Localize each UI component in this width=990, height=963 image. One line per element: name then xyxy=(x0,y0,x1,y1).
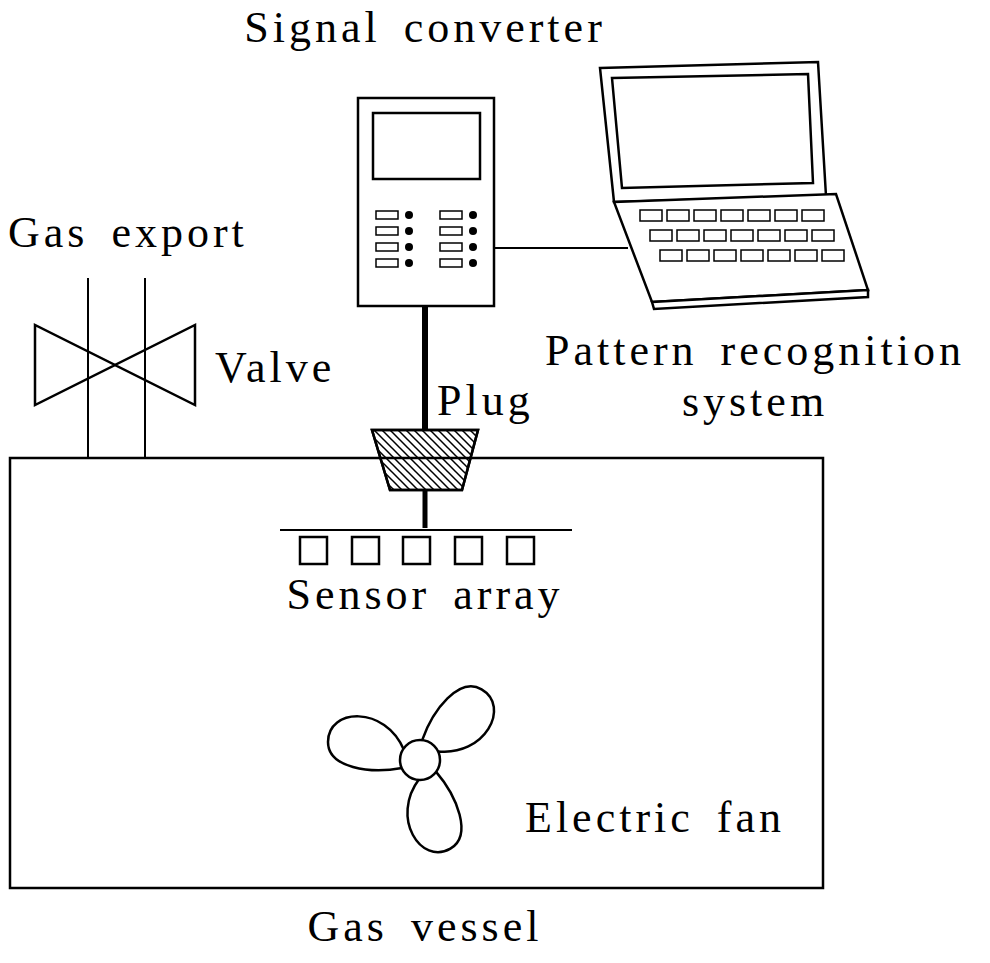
component-label: Plug xyxy=(437,376,534,427)
electric-fan-part xyxy=(400,740,440,780)
laptop-computer-part xyxy=(741,250,763,261)
signal-converter-part xyxy=(405,259,413,267)
signal-converter-part xyxy=(405,211,413,219)
sensor-array-part xyxy=(455,537,482,564)
pipe-label: Gas export xyxy=(8,208,248,259)
sensor-array-part xyxy=(352,537,379,564)
laptop-computer-part xyxy=(758,230,780,241)
signal-converter-part xyxy=(469,243,477,251)
gas-vessel-part xyxy=(10,458,823,888)
gas-pipe xyxy=(144,278,146,458)
connector-wire xyxy=(423,490,428,528)
signal-converter-part xyxy=(440,259,462,267)
laptop-computer-part xyxy=(650,230,672,241)
laptop-computer-part xyxy=(694,210,716,221)
laptop-computer-part xyxy=(768,250,790,261)
component-label: Electric fan xyxy=(525,793,785,844)
gas-vessel: Gas vesselSensor arrayElectric fan xyxy=(10,458,823,888)
sensor-array-drawing xyxy=(278,528,574,566)
plug-part xyxy=(372,430,478,490)
signal-converter-part xyxy=(376,227,398,235)
laptop-computer-part xyxy=(731,230,753,241)
signal-converter-part xyxy=(440,243,462,251)
component-label: Signal converter xyxy=(244,3,606,54)
plug: Plug xyxy=(372,430,478,490)
electric-fan-part xyxy=(390,769,475,862)
connector-wire xyxy=(422,306,428,430)
electric-fan-drawing xyxy=(325,670,515,845)
valve-symbol-part xyxy=(35,325,115,405)
laptop-computer-part xyxy=(714,250,736,261)
gas-pipe xyxy=(87,278,89,458)
component-label: Gas vessel xyxy=(308,902,543,953)
valve-symbol-part xyxy=(115,325,195,405)
laptop-computer-part xyxy=(660,250,682,261)
connector-wire xyxy=(494,247,628,249)
sensor-array-part xyxy=(300,537,327,564)
component-label: Sensor array xyxy=(286,570,563,621)
sensor-array-part xyxy=(507,537,534,564)
electric-fan: Electric fan xyxy=(325,670,515,845)
signal-converter-part xyxy=(440,211,462,219)
laptop-computer-part xyxy=(802,210,824,221)
laptop-computer-part xyxy=(640,210,662,221)
laptop-computer-part xyxy=(600,62,826,202)
signal-converter-part xyxy=(358,98,494,306)
gas-vessel-group xyxy=(10,458,823,888)
signal-converter-part xyxy=(376,211,398,219)
plug-part xyxy=(372,430,478,490)
laptop-computer-part xyxy=(748,210,770,221)
laptop-computer-part xyxy=(785,230,807,241)
laptop-computer-part xyxy=(721,210,743,221)
laptop-computer-part xyxy=(677,230,699,241)
valve-symbol-group xyxy=(35,325,195,405)
laptop-computer-part xyxy=(612,74,813,188)
laptop-computer-part xyxy=(822,250,844,261)
laptop-computer-part xyxy=(652,290,868,309)
component-label: Valve xyxy=(215,343,335,394)
sensor-array-part xyxy=(403,537,430,564)
signal-converter-part xyxy=(376,243,398,251)
laptop-computer-part xyxy=(704,230,726,241)
signal-converter-part xyxy=(405,227,413,235)
laptop-computer-part xyxy=(667,210,689,221)
electric-fan-part xyxy=(328,675,504,861)
laptop-computer-part xyxy=(795,250,817,261)
component-label: Pattern recognition system xyxy=(535,326,975,427)
signal-converter-part xyxy=(469,211,477,219)
signal-converter: Signal converter xyxy=(358,98,494,306)
sensor-array-part xyxy=(280,529,572,531)
laptop-computer-part xyxy=(614,194,868,302)
laptop-computer-drawing xyxy=(628,62,870,302)
sensor-array-group xyxy=(280,530,572,564)
signal-converter-group xyxy=(358,98,494,306)
plug-drawing xyxy=(372,430,478,490)
plug-group xyxy=(372,430,478,490)
laptop-computer: Pattern recognition system xyxy=(628,62,870,302)
sensor-array: Sensor array xyxy=(278,528,574,566)
valve-symbol: Valve xyxy=(35,325,195,405)
valve-symbol-drawing xyxy=(35,325,195,405)
signal-converter-part xyxy=(469,259,477,267)
laptop-computer-group xyxy=(600,62,868,309)
signal-converter-drawing xyxy=(358,98,494,306)
signal-converter-part xyxy=(376,259,398,267)
signal-converter-part xyxy=(469,227,477,235)
electric-fan-group xyxy=(328,675,504,861)
signal-converter-part xyxy=(440,227,462,235)
laptop-computer-part xyxy=(812,230,834,241)
signal-converter-part xyxy=(405,243,413,251)
laptop-computer-part xyxy=(775,210,797,221)
laptop-computer-part xyxy=(687,250,709,261)
signal-converter-part xyxy=(373,113,480,179)
electric-fan-part xyxy=(328,716,404,770)
